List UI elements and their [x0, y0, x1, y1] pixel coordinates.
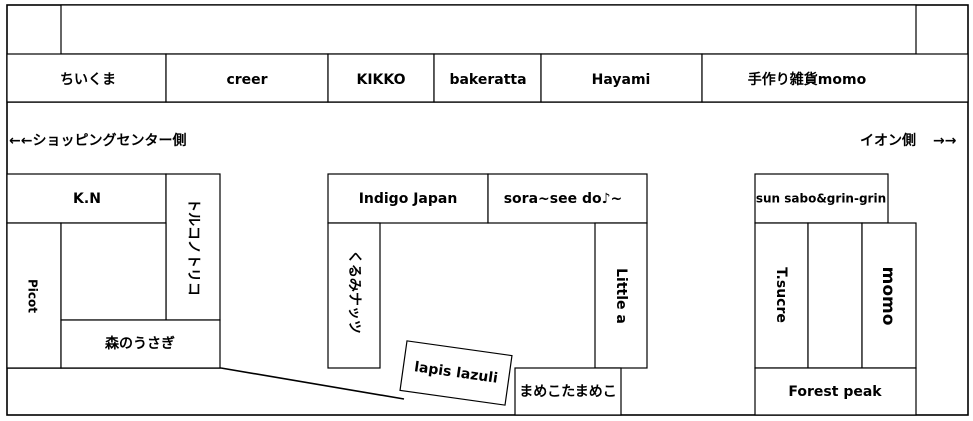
shop-lapis-lazuli[interactable]: lapis lazuli [399, 340, 513, 406]
shop-little-a[interactable] [594, 222, 648, 369]
shop-label-hayami: Hayami [592, 72, 651, 88]
shop-forest-peak[interactable] [754, 367, 917, 416]
center-block: Indigo Japan sora~see do♪~ くるみナッツ Little… [327, 173, 648, 416]
shop-hayami[interactable] [540, 53, 703, 103]
shop-bakeratta[interactable] [433, 53, 542, 103]
direction-aeon-arrow: →→ [933, 133, 957, 149]
shop-mori-no-usagi[interactable] [60, 319, 221, 369]
shop-indigo-japan[interactable] [327, 173, 489, 224]
direction-shopping-center: ←←ショッピングセンター側 [9, 132, 186, 149]
diagonal-wall [220, 367, 405, 400]
shop-label-bakeratta: bakeratta [449, 72, 526, 88]
shop-label-mori-no-usagi: 森のうさぎ [105, 335, 175, 352]
shop-t-sucre[interactable] [754, 222, 809, 369]
shop-label-t-sucre: T.sucre [773, 267, 789, 323]
shop-label-mameko-tamameko: まめこたまめこ [519, 384, 617, 400]
shop-label-chiikuma: ちいくま [60, 72, 116, 88]
shop-picot[interactable] [6, 222, 62, 369]
shop-label-little-a: Little a [613, 268, 629, 324]
shop-label-kn: K.N [73, 191, 101, 207]
shop-label-kurumi-nuts: くるみナッツ [346, 250, 362, 334]
shop-label-kikko: KIKKO [356, 72, 405, 88]
shop-chiikuma[interactable] [6, 53, 167, 103]
shop-sun-sabo[interactable] [754, 173, 889, 224]
shop-tezukuri-momo[interactable] [701, 53, 969, 103]
top-display-strip [60, 4, 917, 55]
direction-aeon: イオン側 [860, 132, 916, 149]
right-block-middle-stall [807, 222, 863, 369]
shop-label-tezukuri-momo: 手作り雑貨momo [748, 71, 867, 88]
shop-lapis-lazuli-box[interactable] [399, 340, 513, 406]
right-block: sun sabo&grin-grin T.sucre momo Forest p… [754, 173, 917, 416]
shop-kurumi-nuts[interactable] [327, 222, 381, 369]
shop-label-momo: momo [878, 267, 898, 326]
shop-momo[interactable] [861, 222, 917, 369]
left-block: K.N トルコノトリコ Picot 森のうさぎ [6, 173, 221, 369]
shop-mameko-tamameko[interactable] [514, 367, 622, 416]
shop-label-sora-see-do: sora~see do♪~ [504, 191, 623, 207]
shop-label-picot: Picot [26, 279, 40, 313]
top-row: ちいくま creer KIKKO bakeratta Hayami 手作り雑貨m… [6, 53, 969, 103]
shop-label-indigo-japan: Indigo Japan [359, 191, 458, 207]
left-block-open-area [60, 222, 167, 321]
shop-sora-see-do[interactable] [487, 173, 648, 224]
shop-label-creer: creer [226, 72, 267, 88]
shop-label-torukonotoriko: トルコノトリコ [185, 198, 201, 296]
shop-kikko[interactable] [327, 53, 435, 103]
shop-label-sun-sabo: sun sabo&grin-grin [756, 192, 886, 206]
shop-label-forest-peak: Forest peak [788, 384, 882, 400]
